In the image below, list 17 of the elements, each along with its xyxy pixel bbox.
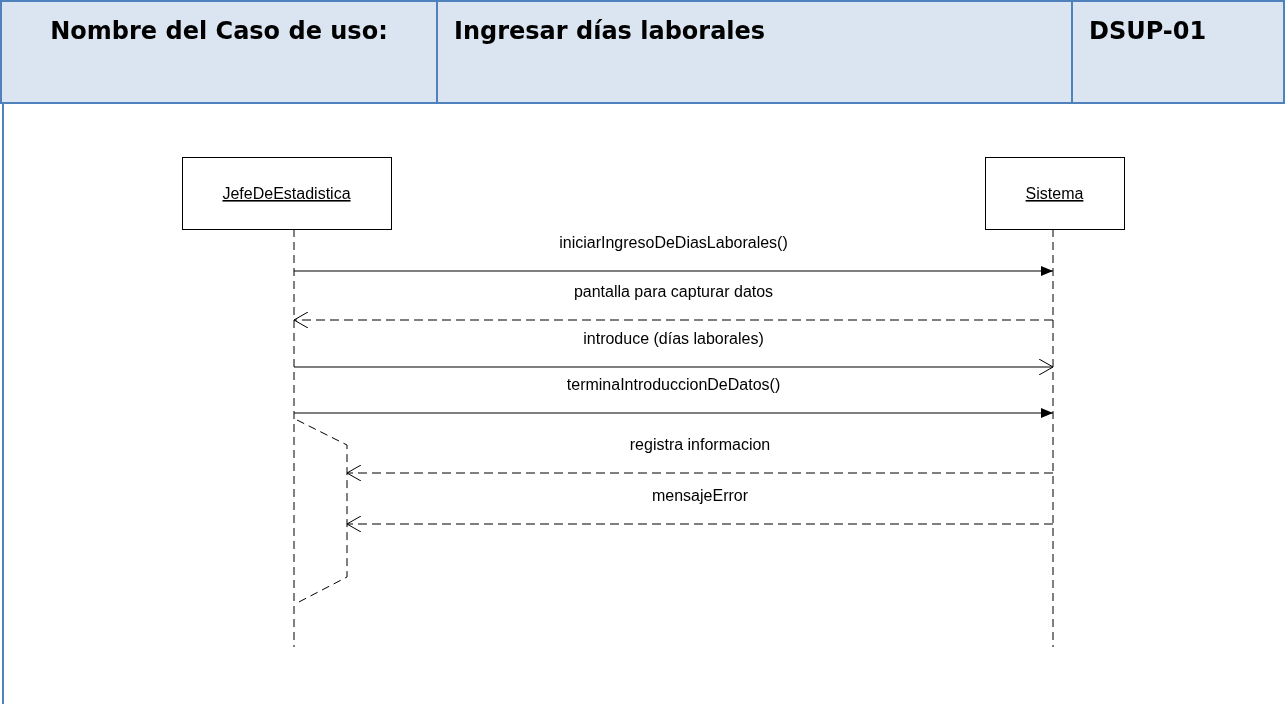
message-label: pantalla para capturar datos (573, 283, 774, 301)
message-arrow (346, 464, 1054, 482)
message-label: registra informacion (629, 436, 771, 454)
message-label: terminaIntroduccionDeDatos() (566, 376, 781, 394)
message-arrow (293, 266, 1054, 276)
message-label: iniciarIngresoDeDiasLaborales() (559, 234, 788, 252)
message-arrow (293, 311, 1054, 329)
message-label: mensajeError (652, 487, 748, 505)
actor-lifeline: JefeDeEstadistica (182, 157, 392, 648)
message-arrow (346, 515, 1054, 533)
table-header-cell: Ingresar días laborales (436, 0, 1073, 104)
actor-lifeline: Sistema (985, 157, 1125, 648)
message-arrow (293, 408, 1054, 418)
message-label: introduce (días laborales) (583, 330, 764, 348)
table-header-cell: Nombre del Caso de uso: (0, 0, 438, 104)
table-header-cell: DSUP-01 (1071, 0, 1285, 104)
message-arrow (293, 358, 1054, 376)
